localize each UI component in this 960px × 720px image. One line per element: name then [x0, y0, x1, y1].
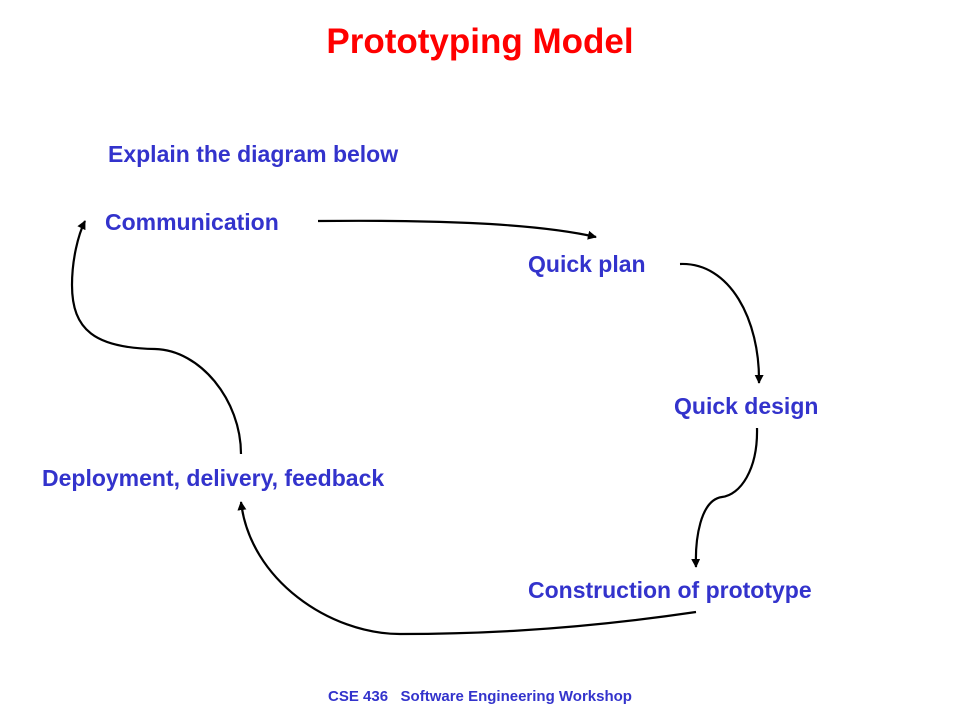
arrow-deployment-to-communication — [70, 220, 243, 455]
arrow-communication-to-plan — [317, 219, 597, 240]
node-quick-design: Quick design — [674, 393, 819, 419]
arrow-design-to-construction — [691, 427, 759, 568]
instruction-text: Explain the diagram below — [108, 141, 399, 167]
slide-title: Prototyping Model — [326, 22, 634, 61]
node-communication: Communication — [105, 209, 279, 235]
arrow-plan-to-design — [679, 262, 764, 384]
footer-course: CSE 436 Software Engineering Workshop — [328, 688, 632, 705]
arrow-construction-to-deployment — [237, 501, 697, 636]
node-construction: Construction of prototype — [528, 577, 812, 603]
node-quick-plan: Quick plan — [528, 251, 646, 277]
node-deployment: Deployment, delivery, feedback — [42, 465, 385, 491]
